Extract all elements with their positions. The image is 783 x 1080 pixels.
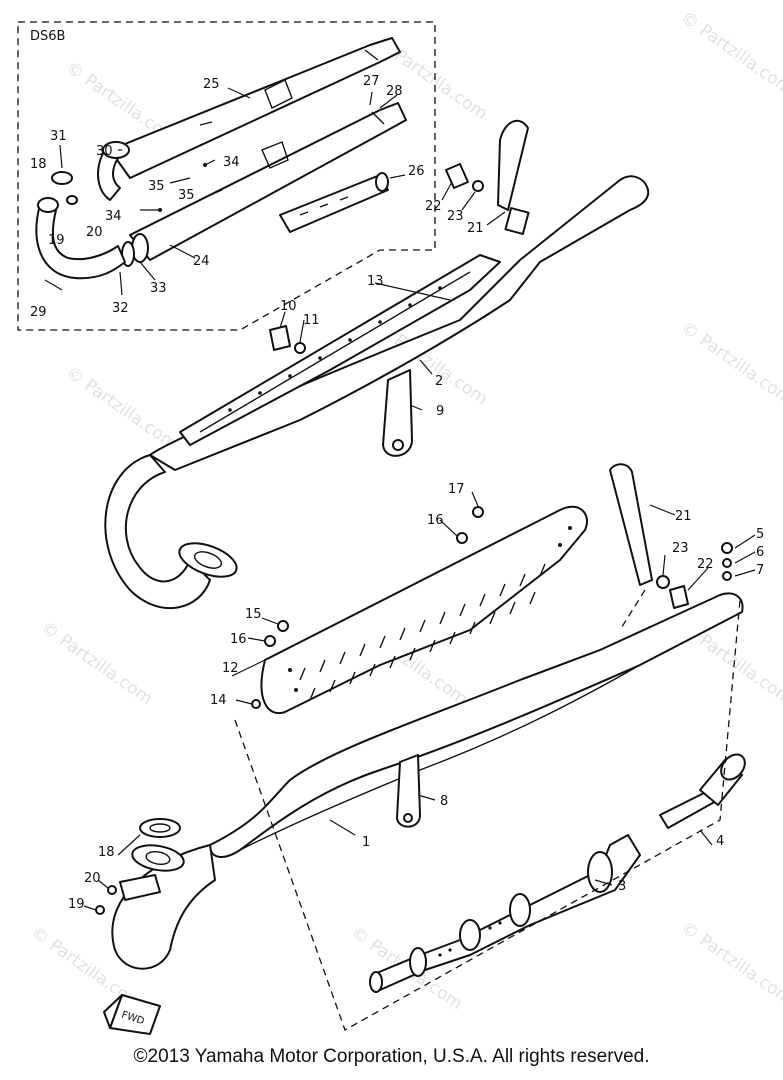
upper-mount-bracket [497, 119, 529, 211]
washer-23-lower [656, 575, 670, 589]
watermark: © Partzilla.com [62, 363, 181, 455]
watermark: © Partzilla.com [677, 918, 783, 1010]
callout-21: 21 [675, 509, 692, 524]
bolt-5 [721, 542, 733, 554]
bolt-22 [445, 163, 469, 189]
inset-exhaust-pipe [35, 204, 126, 280]
callout-35: 35 [178, 188, 195, 203]
bolt-17 [472, 506, 484, 518]
watermark: © Partzilla.com [677, 8, 783, 100]
upper-heat-guard [179, 254, 501, 446]
upper-guard-holes [228, 286, 442, 412]
callout-29: 29 [30, 305, 47, 320]
inset-muffler-upper [109, 37, 401, 179]
callout-20: 20 [84, 871, 101, 886]
callout-19: 19 [48, 233, 65, 248]
callout-16: 16 [427, 513, 444, 528]
callout-23: 23 [447, 209, 464, 224]
callout-2: 2 [435, 374, 443, 389]
callout-24: 24 [193, 254, 210, 269]
callout-3: 3 [618, 879, 626, 894]
bolt-10 [269, 325, 291, 351]
ds6b-inset: DS6B [17, 21, 436, 331]
baffle-holes [438, 921, 502, 957]
baffle-outline [234, 599, 741, 1031]
watermark: © Partzilla.com [677, 318, 783, 410]
callout-1: 1 [362, 835, 370, 850]
bolt-22-lower [669, 585, 689, 609]
callout-6: 6 [756, 545, 764, 560]
callout-33: 33 [150, 281, 167, 296]
callout-22: 22 [425, 199, 442, 214]
callout-8: 8 [440, 794, 448, 809]
washer-16 [456, 532, 468, 544]
callout-34: 34 [105, 209, 122, 224]
lower-bracket [396, 754, 421, 828]
callout-31: 31 [50, 129, 67, 144]
copyright-text: ©2013 Yamaha Motor Corporation, U.S.A. A… [133, 1046, 650, 1067]
lower-heat-guard [260, 505, 588, 715]
callout-22: 22 [697, 557, 714, 572]
callout-32: 32 [112, 301, 129, 316]
callout-35: 35 [148, 179, 165, 194]
watermark: © Partzilla.com [37, 618, 156, 710]
callout-28: 28 [386, 84, 403, 99]
gasket-18 [139, 818, 181, 838]
callout-23: 23 [672, 541, 689, 556]
callout-25: 25 [203, 77, 220, 92]
callout-13: 13 [367, 274, 384, 289]
inset-silencer [279, 174, 389, 233]
callout-4: 4 [716, 834, 724, 849]
washer-16-lower [264, 635, 276, 647]
callout-20: 20 [86, 225, 103, 240]
callout-7: 7 [756, 563, 764, 578]
inset-frame [17, 21, 436, 331]
lower-guard-slots [288, 526, 572, 701]
bolt-15 [277, 620, 289, 632]
callout-10: 10 [280, 299, 297, 314]
washer-11 [294, 342, 306, 354]
washer-23 [472, 180, 484, 192]
callout-27: 27 [363, 74, 380, 89]
callout-12: 12 [222, 661, 239, 676]
callout-16: 16 [230, 632, 247, 647]
upper-exhaust-assembly: 13 2 9 10 11 22 23 21 [104, 119, 650, 609]
callout-21: 21 [467, 221, 484, 236]
fwd-arrow: FWD [103, 994, 161, 1035]
callout-34: 34 [223, 155, 240, 170]
nut-14 [251, 699, 261, 709]
lower-mount-bracket [609, 463, 653, 586]
lower-header-pipe [111, 844, 216, 970]
callout-19: 19 [68, 897, 85, 912]
washer-20 [107, 885, 117, 895]
callout-30: 30 [96, 144, 113, 159]
lower-exhaust-assembly: 1 8 3 4 21 5 6 7 23 22 17 16 15 16 12 14… [68, 463, 764, 1031]
callout-18: 18 [30, 157, 47, 172]
upper-bracket [382, 369, 413, 457]
callout-14: 14 [210, 693, 227, 708]
callout-26: 26 [408, 164, 425, 179]
inset-gasket [51, 171, 73, 185]
callout-5: 5 [756, 527, 764, 542]
upper-header-pipe [104, 454, 211, 609]
inset-muffler-lower [129, 102, 407, 261]
callout-18: 18 [98, 845, 115, 860]
callout-17: 17 [448, 482, 465, 497]
callout-9: 9 [436, 404, 444, 419]
inset-label: DS6B [30, 29, 65, 44]
callout-15: 15 [245, 607, 262, 622]
nut-7 [722, 571, 732, 581]
inset-pipe-bend [97, 149, 121, 201]
nut-19 [95, 905, 105, 915]
washer-6 [722, 558, 732, 568]
callout-11: 11 [303, 313, 320, 328]
